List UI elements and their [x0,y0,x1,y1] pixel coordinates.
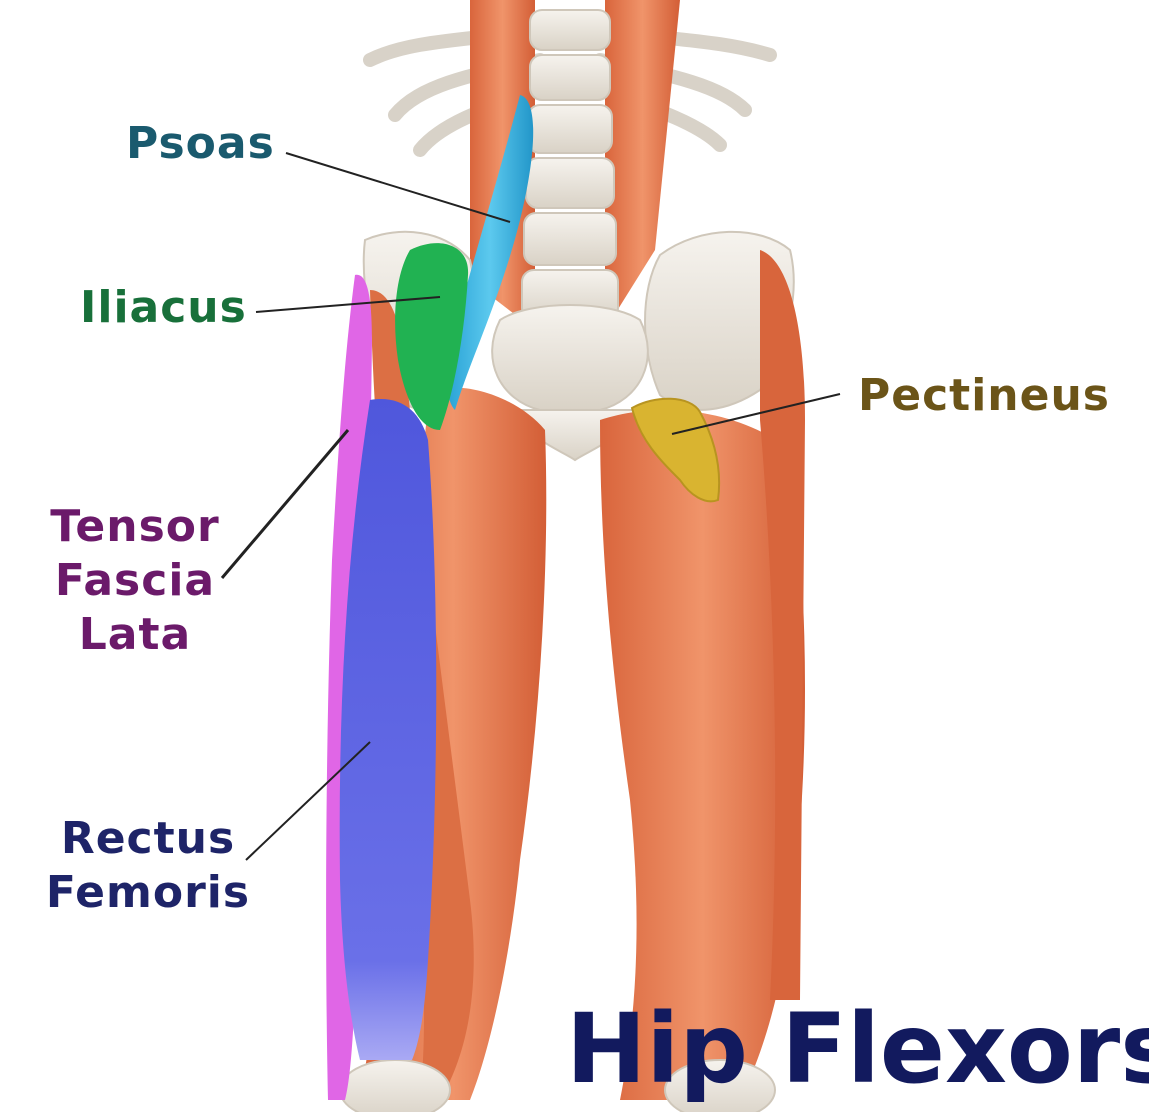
rf-line-2: Femoris [40,866,256,920]
rectus-femoris-label: Rectus Femoris [40,812,256,920]
tfl-leader [222,430,348,578]
lumbar-spine [522,10,618,320]
tfl-line-1: Tensor [40,500,230,554]
diagram-title: Hip Flexors [566,994,1149,1104]
rf-line-1: Rectus [40,812,256,866]
iliacus-label: Iliacus [80,281,247,335]
tfl-line-3: Lata [40,608,230,662]
tensor-fascia-lata-label: Tensor Fascia Lata [40,500,230,662]
pectineus-label: Pectineus [858,369,1110,423]
psoas-label: Psoas [126,117,275,171]
tfl-line-2: Fascia [40,554,230,608]
